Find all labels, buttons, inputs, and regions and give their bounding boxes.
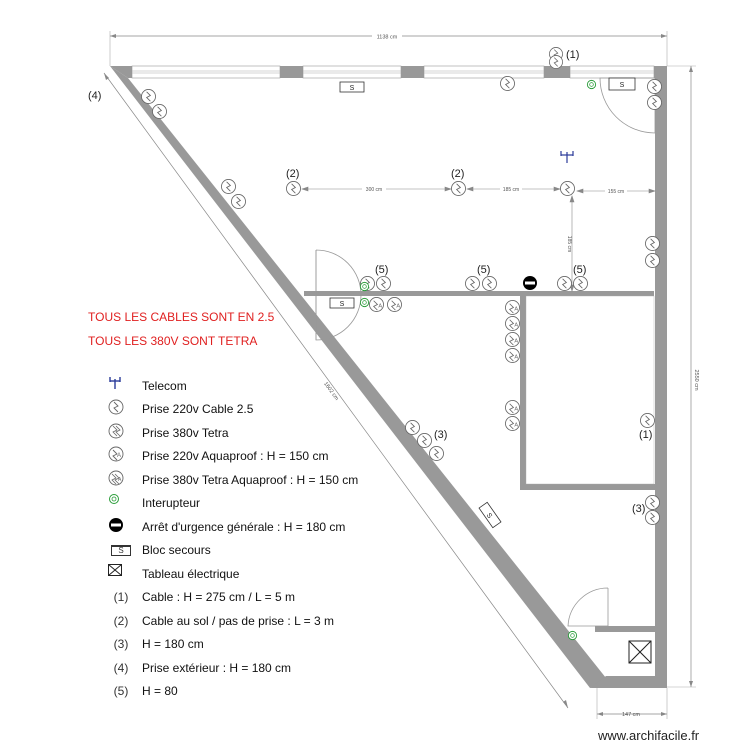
dim-300: 300 cm: [366, 187, 382, 193]
watermark: www.archifacile.fr: [598, 728, 700, 743]
dimension-right: 2550 cm: [667, 65, 699, 688]
internal-dimension-labels: 300 cm 185 cm 155 cm 185 cm: [362, 185, 627, 252]
legend-row-3: (3) H = 180 cm: [113, 637, 204, 651]
legend-row-arret-urgence: Arrêt d'urgence générale : H = 180 cm: [108, 517, 345, 537]
dim-155: 155 cm: [608, 189, 624, 195]
dim-185b: 185 cm: [566, 236, 572, 252]
note-cables: TOUS LES CABLES SONT EN 2.5: [88, 310, 275, 324]
prise-380v-icon: [108, 423, 134, 443]
legend-row-prise-220v-aquaproof: A Prise 220v Aquaproof : H = 150 cm: [108, 446, 328, 466]
telecom-symbol: [560, 151, 574, 163]
bloc-secours-icon: S: [108, 540, 134, 560]
marker-3a: (3): [434, 429, 447, 441]
marker-5c: (5): [573, 264, 586, 276]
bloc-secours-symbols: S S S S: [329, 77, 636, 529]
prise-220v-icon: [108, 399, 134, 419]
legend-row-prise-380v-aquaproof: A Prise 380v Tetra Aquaproof : H = 150 c…: [108, 470, 358, 490]
tableau-electrique-icon: [108, 564, 134, 584]
legend-row-bloc-secours: S Bloc secours: [108, 540, 211, 560]
svg-text:S: S: [340, 301, 345, 308]
arret-urgence-icon: [108, 517, 134, 537]
legend-row-4: (4) Prise extérieur : H = 180 cm: [113, 661, 292, 675]
dimension-top: 1138 cm: [109, 31, 668, 66]
windows: [131, 65, 655, 79]
svg-text:A: A: [118, 477, 122, 483]
legend-row-telecom: Telecom: [108, 376, 187, 396]
marker-4: (4): [88, 90, 101, 102]
prise-380v-aquaproof-icon: A: [108, 470, 134, 490]
legend-row-prise-220v: Prise 220v Cable 2.5: [108, 399, 253, 419]
legend-row-1: (1) Cable : H = 275 cm / L = 5 m: [113, 590, 295, 604]
switches: [359, 79, 597, 641]
svg-text:S: S: [620, 82, 625, 89]
tableau-electrique-symbol: [628, 640, 652, 664]
emergency-stop-symbol: [523, 276, 537, 290]
legend-row-5: (5) H = 80: [113, 684, 178, 698]
marker-1b: (1): [639, 429, 652, 441]
note-380v: TOUS LES 380V SONT TETRA: [88, 334, 258, 348]
interrupteur-icon: [108, 493, 134, 513]
prise-220v-aquaproof-icon: A: [108, 446, 134, 466]
telecom-icon: [108, 376, 134, 396]
dimension-bottom: 147 cm: [596, 688, 668, 719]
dim-top-label: 1138 cm: [377, 35, 398, 41]
marker-1a: (1): [566, 49, 579, 61]
dim-185a: 185 cm: [503, 187, 519, 193]
svg-text:A: A: [117, 453, 121, 459]
dim-bottom-label: 147 cm: [622, 712, 640, 718]
marker-3b: (3): [632, 503, 645, 515]
marker-2a: (2): [286, 168, 299, 180]
legend-row-prise-380v: Prise 380v Tetra: [108, 423, 229, 443]
marker-2b: (2): [451, 168, 464, 180]
marker-5a: (5): [375, 264, 388, 276]
internal-room: [525, 295, 655, 485]
svg-text:S: S: [350, 85, 355, 92]
legend-row-tableau-electrique: Tableau électrique: [108, 564, 239, 584]
legend-row-2: (2) Cable au sol / pas de prise : L = 3 …: [113, 614, 334, 628]
plan-markers: (1) (1) (2) (2) (3) (3) (4) (5) (5) (5): [88, 49, 652, 515]
legend-row-interrupteur: Interupteur: [108, 493, 200, 513]
svg-text:S: S: [485, 512, 494, 520]
dim-right-label: 2550 cm: [693, 369, 699, 391]
marker-5b: (5): [477, 264, 490, 276]
